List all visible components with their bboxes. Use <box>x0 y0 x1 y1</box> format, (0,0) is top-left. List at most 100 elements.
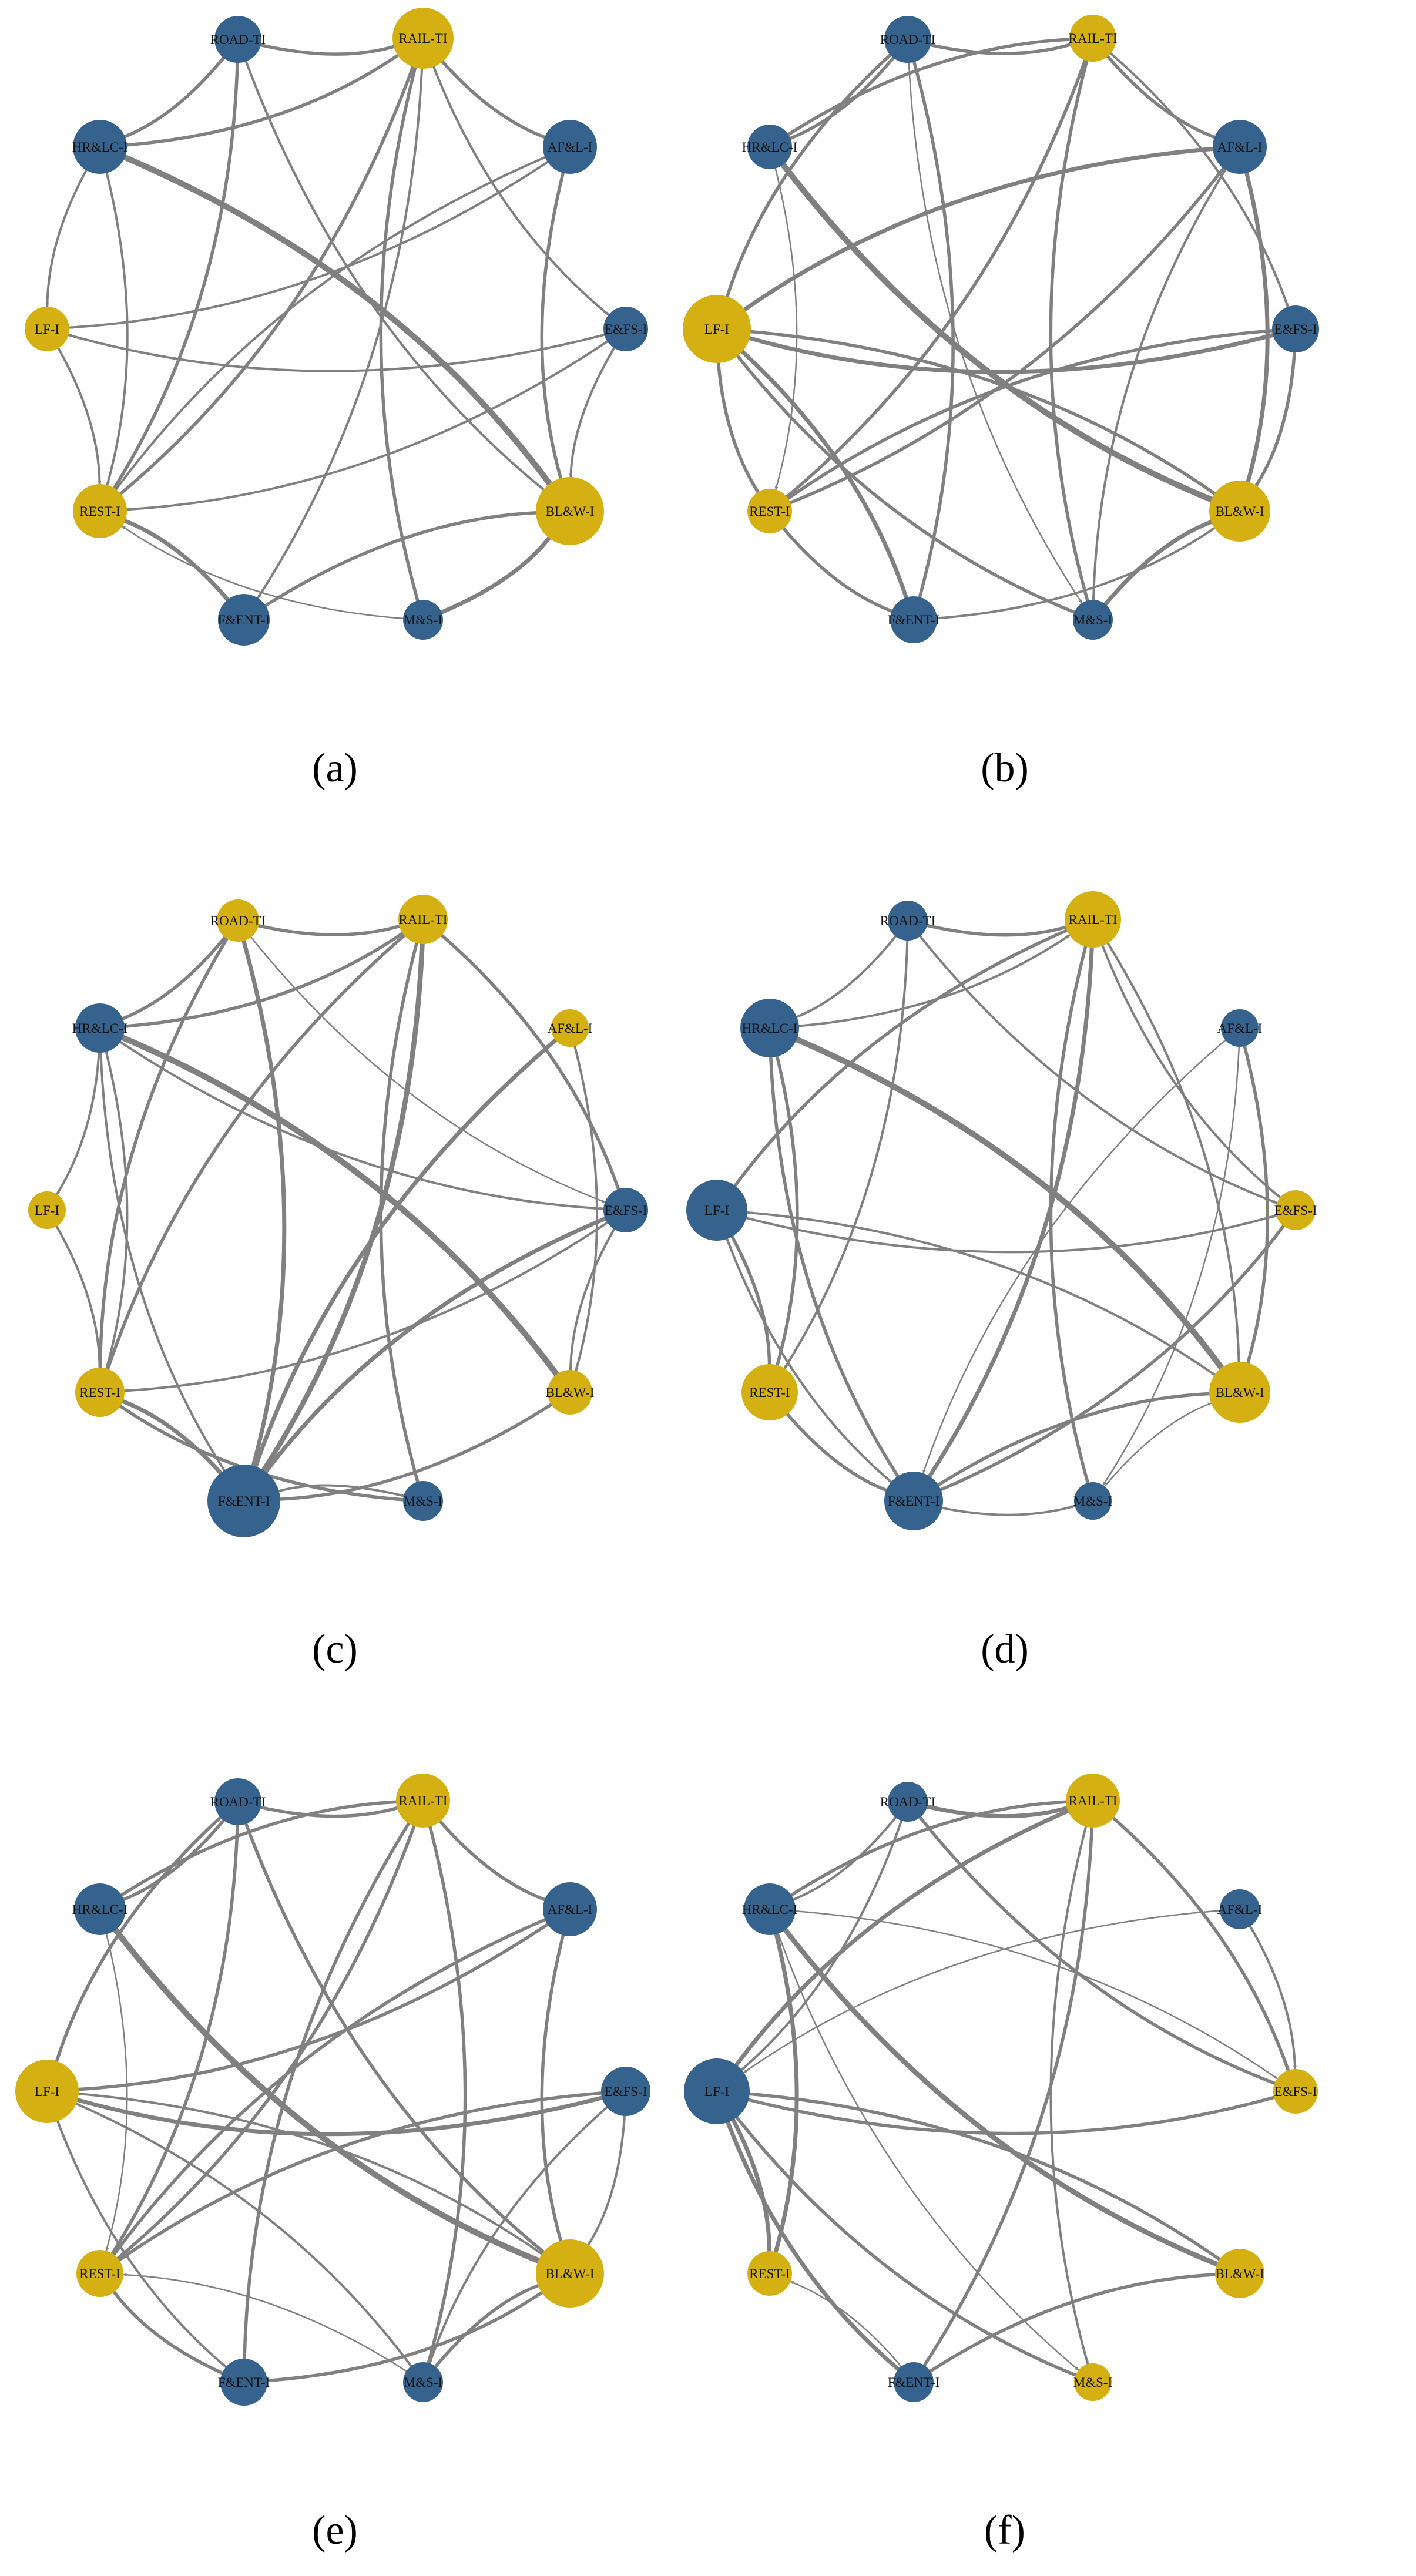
edge <box>97 1025 560 1378</box>
edge <box>716 1209 892 1483</box>
node-circle <box>1276 1190 1316 1230</box>
node: M&S-I <box>1073 600 1113 640</box>
node: M&S-I <box>1073 1482 1112 1520</box>
node-label: HR&LC-I <box>72 1902 128 1917</box>
edge <box>906 919 1068 937</box>
node: F&ENT-I <box>888 2362 940 2402</box>
edge <box>99 1027 605 1211</box>
edge <box>785 36 1095 499</box>
node-label: F&ENT-I <box>888 2375 940 2390</box>
edge <box>46 2090 543 2255</box>
edge <box>715 327 1217 496</box>
edge <box>740 1801 909 2071</box>
node: M&S-I <box>403 600 443 640</box>
edge <box>1090 520 1213 622</box>
node-circle <box>683 295 751 363</box>
edge <box>743 145 1242 312</box>
edge <box>768 1026 900 1478</box>
node-label: HR&LC-I <box>72 140 128 155</box>
node: F&ENT-I <box>218 2359 270 2406</box>
edge <box>46 2090 412 2367</box>
edge <box>67 328 627 372</box>
edge <box>55 1800 240 2063</box>
edge-group <box>46 1799 628 2384</box>
node-label: F&ENT-I <box>888 613 940 627</box>
edge <box>1092 37 1289 308</box>
edge <box>714 327 908 600</box>
edge <box>77 1907 572 2091</box>
node: LF-I <box>15 2060 79 2123</box>
node: REST-I <box>747 2251 792 2296</box>
edge <box>99 1027 226 1472</box>
edge <box>256 37 424 599</box>
edge <box>237 919 606 1203</box>
node-label: E&FS-I <box>605 1203 647 1218</box>
edge <box>1049 36 1095 603</box>
edge <box>97 1906 542 2264</box>
node-label: M&S-I <box>1073 1494 1112 1509</box>
node-label: ROAD-TI <box>880 32 936 47</box>
node-circle <box>1069 15 1116 62</box>
node: E&FS-I <box>601 2067 650 2116</box>
node-circle <box>551 1009 589 1047</box>
edge <box>715 327 1076 614</box>
node-label: M&S-I <box>404 613 442 627</box>
node: REST-I <box>73 484 127 538</box>
node-label: RAIL-TI <box>1068 31 1117 46</box>
node-label: REST-I <box>749 2266 790 2281</box>
node-label: REST-I <box>79 1385 120 1400</box>
node: E&FS-I <box>603 307 648 351</box>
edge <box>1237 145 1270 484</box>
edge <box>121 919 240 1020</box>
node-circle <box>1215 2249 1264 2298</box>
edge <box>428 2090 627 2365</box>
edge <box>379 36 425 603</box>
edge-group <box>46 916 628 1503</box>
node-label: BL&W-I <box>545 1385 594 1400</box>
node-label: ROAD-TI <box>880 1795 936 1809</box>
node: AF&L-I <box>548 1009 593 1047</box>
node: F&ENT-I <box>884 1472 943 1530</box>
node: LF-I <box>683 295 751 363</box>
edge <box>768 38 1071 149</box>
node: LF-I <box>25 307 69 351</box>
node-circle <box>747 125 792 169</box>
edge <box>1239 1908 1297 2071</box>
edge <box>714 2089 901 2372</box>
edge <box>715 2090 1222 2261</box>
node-circle <box>398 895 448 944</box>
edge-group <box>715 917 1286 1516</box>
edge <box>263 1208 628 1475</box>
node: REST-I <box>741 1364 798 1420</box>
edge <box>922 1799 1095 2367</box>
edge <box>68 146 571 330</box>
node-circle <box>74 1883 126 1935</box>
node: AF&L-I <box>543 1882 597 1936</box>
edge <box>236 1800 545 2254</box>
node-label: AF&L-I <box>1217 1021 1263 1036</box>
panel-caption: (b) <box>981 745 1029 791</box>
edge <box>122 2273 424 2383</box>
edge <box>112 38 240 490</box>
edge <box>422 37 610 316</box>
node: HR&LC-I <box>72 120 128 174</box>
node: AF&L-I <box>1213 120 1267 174</box>
node-circle <box>744 1883 796 1935</box>
node-label: AF&L-I <box>548 1021 593 1036</box>
node-label: RAIL-TI <box>1068 1794 1117 1808</box>
node-label: E&FS-I <box>1274 1203 1317 1218</box>
node-label: LF-I <box>704 322 729 337</box>
edge <box>905 1799 1069 1819</box>
edge <box>242 2290 543 2384</box>
node-circle <box>543 1882 597 1936</box>
edge <box>907 38 1083 604</box>
edge <box>767 1906 1220 2267</box>
node-label: M&S-I <box>1073 2375 1112 2390</box>
node: F&ENT-I <box>888 596 940 643</box>
node: ROAD-TI <box>210 16 266 63</box>
node: REST-I <box>747 489 792 533</box>
node-label: M&S-I <box>404 1494 442 1509</box>
node: ROAD-TI <box>210 899 266 942</box>
